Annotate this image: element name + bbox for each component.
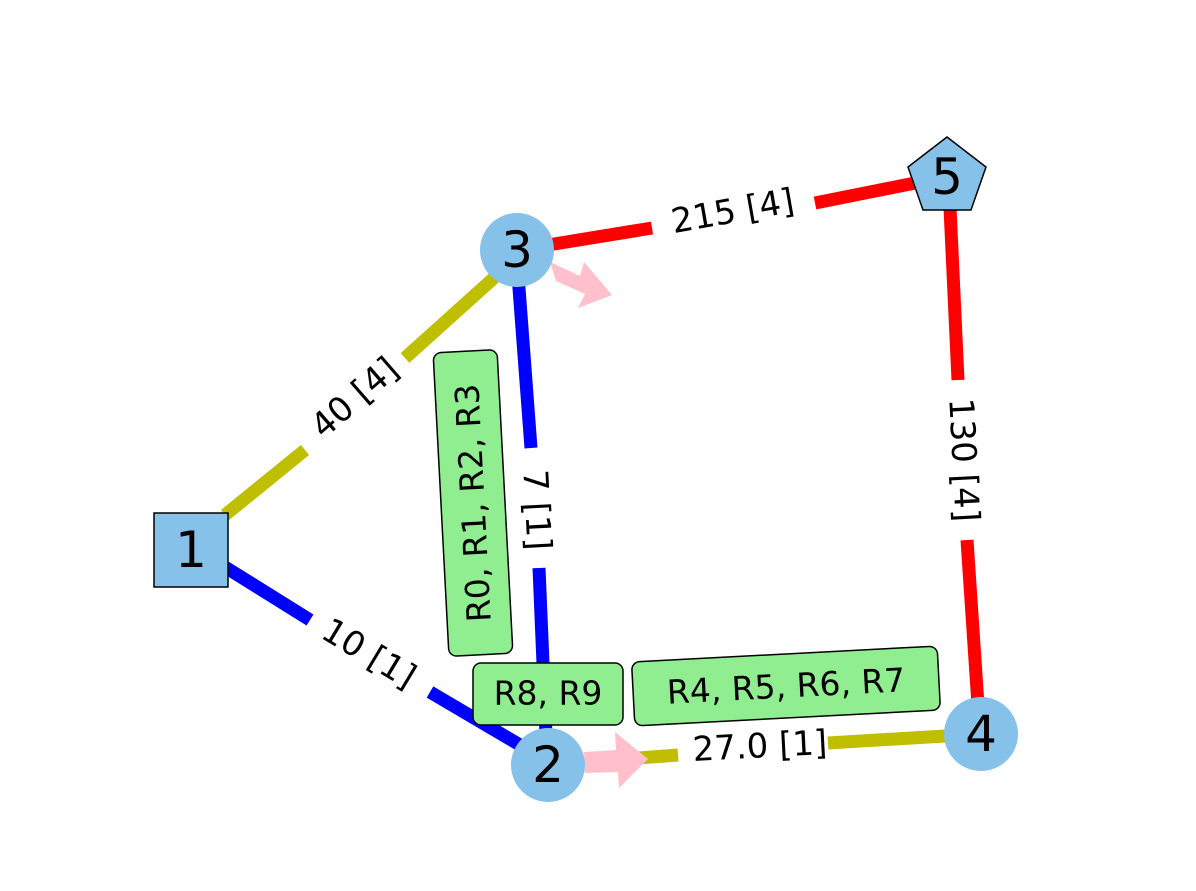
route-label-r0-r3: R0, R1, R2, R3 <box>432 349 514 657</box>
node-1: 1 <box>153 512 229 588</box>
node-3: 3 <box>480 213 554 287</box>
direction-arrow-near-2 <box>584 732 648 788</box>
edge-label-3-5: 215 [4] <box>668 181 797 242</box>
edge-5-4: 130 [4] <box>940 207 987 706</box>
node-2: 2 <box>511 728 585 802</box>
edge-label-1-3: 40 [4] <box>303 349 406 446</box>
node-label-5: 5 <box>931 148 963 206</box>
node-label-4: 4 <box>965 705 997 763</box>
edge-label-1-2: 10 [1] <box>315 610 423 697</box>
node-5: 5 <box>907 136 987 211</box>
edge-label-3-2: 7 [1] <box>514 469 558 552</box>
edge-3-5: 215 [4] <box>546 176 917 252</box>
node-label-1: 1 <box>175 521 207 579</box>
route-label-r8-r9: R8, R9 <box>472 662 624 726</box>
edge-label-5-4: 130 [4] <box>940 397 986 523</box>
route-label-r4-r7: R4, R5, R6, R7 <box>631 645 941 727</box>
direction-arrow-near-3 <box>550 262 612 308</box>
edge-label-2-4: 27.0 [1] <box>692 723 829 770</box>
node-label-3: 3 <box>501 221 533 279</box>
route-label-text-r8-r9: R8, R9 <box>494 674 603 713</box>
node-4: 4 <box>944 697 1018 771</box>
node-label-2: 2 <box>532 736 564 794</box>
